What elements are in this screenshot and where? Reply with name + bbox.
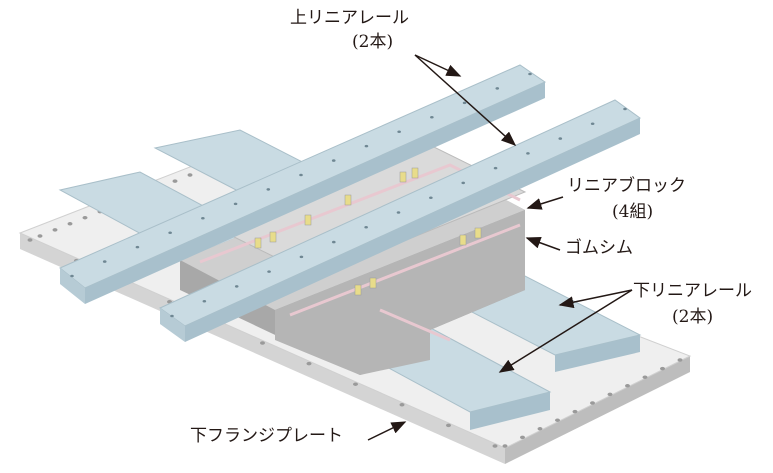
upper-rail-label: 上リニアレール — [290, 8, 409, 28]
hole — [260, 341, 265, 345]
hole — [331, 240, 336, 244]
linear-block-label: リニアブロック — [567, 176, 686, 196]
hole — [299, 255, 304, 259]
hole — [82, 215, 88, 220]
hole — [201, 217, 205, 220]
lower-rail-count: (2本) — [672, 307, 714, 327]
hole — [364, 226, 368, 229]
hole — [558, 137, 563, 140]
hole — [52, 228, 58, 232]
hole — [364, 144, 369, 148]
hole — [187, 173, 193, 177]
hole — [266, 188, 271, 191]
hole — [623, 107, 627, 111]
lower-rail-label: 下リニアレール — [633, 281, 752, 301]
hole — [306, 361, 312, 366]
hole — [537, 427, 543, 431]
hole — [299, 173, 303, 177]
hole — [37, 234, 43, 238]
hole — [590, 122, 595, 126]
upper-rail-count: (2本) — [352, 32, 394, 52]
hole — [67, 222, 73, 226]
hole — [572, 409, 578, 414]
hole — [502, 444, 508, 448]
hole — [495, 87, 500, 90]
hole — [135, 245, 140, 249]
linear-block-count: (4組) — [612, 202, 654, 222]
hole — [233, 202, 238, 206]
hole — [397, 130, 401, 133]
hole — [429, 196, 433, 199]
hole — [677, 358, 683, 362]
hole — [353, 382, 358, 386]
hole — [396, 211, 401, 214]
hole — [642, 375, 648, 379]
hole — [625, 384, 630, 388]
hole — [462, 101, 467, 105]
hole — [590, 401, 595, 405]
hole — [520, 435, 525, 440]
hole — [461, 181, 466, 185]
hole — [399, 403, 405, 407]
hole — [102, 260, 107, 263]
hole — [492, 444, 498, 448]
hole — [446, 423, 451, 428]
hole — [170, 314, 174, 318]
hole — [234, 285, 239, 288]
rubber-shim-label: ゴムシム — [565, 238, 633, 258]
hole — [555, 418, 560, 422]
upper-linear-rail — [59, 64, 641, 342]
hole — [70, 274, 74, 278]
hole — [493, 166, 498, 170]
hole — [607, 392, 613, 397]
hole — [528, 72, 532, 76]
hole — [660, 366, 665, 371]
flange-plate-label: 下フランジプレート — [190, 426, 343, 446]
hole — [267, 270, 271, 273]
leader-arrows — [367, 54, 633, 441]
hole — [168, 231, 172, 234]
hole — [331, 159, 336, 162]
hole — [202, 299, 207, 303]
hole — [172, 179, 178, 183]
rail-holes — [70, 72, 627, 318]
hole — [27, 238, 33, 242]
hole — [430, 116, 434, 119]
hole — [526, 152, 530, 155]
